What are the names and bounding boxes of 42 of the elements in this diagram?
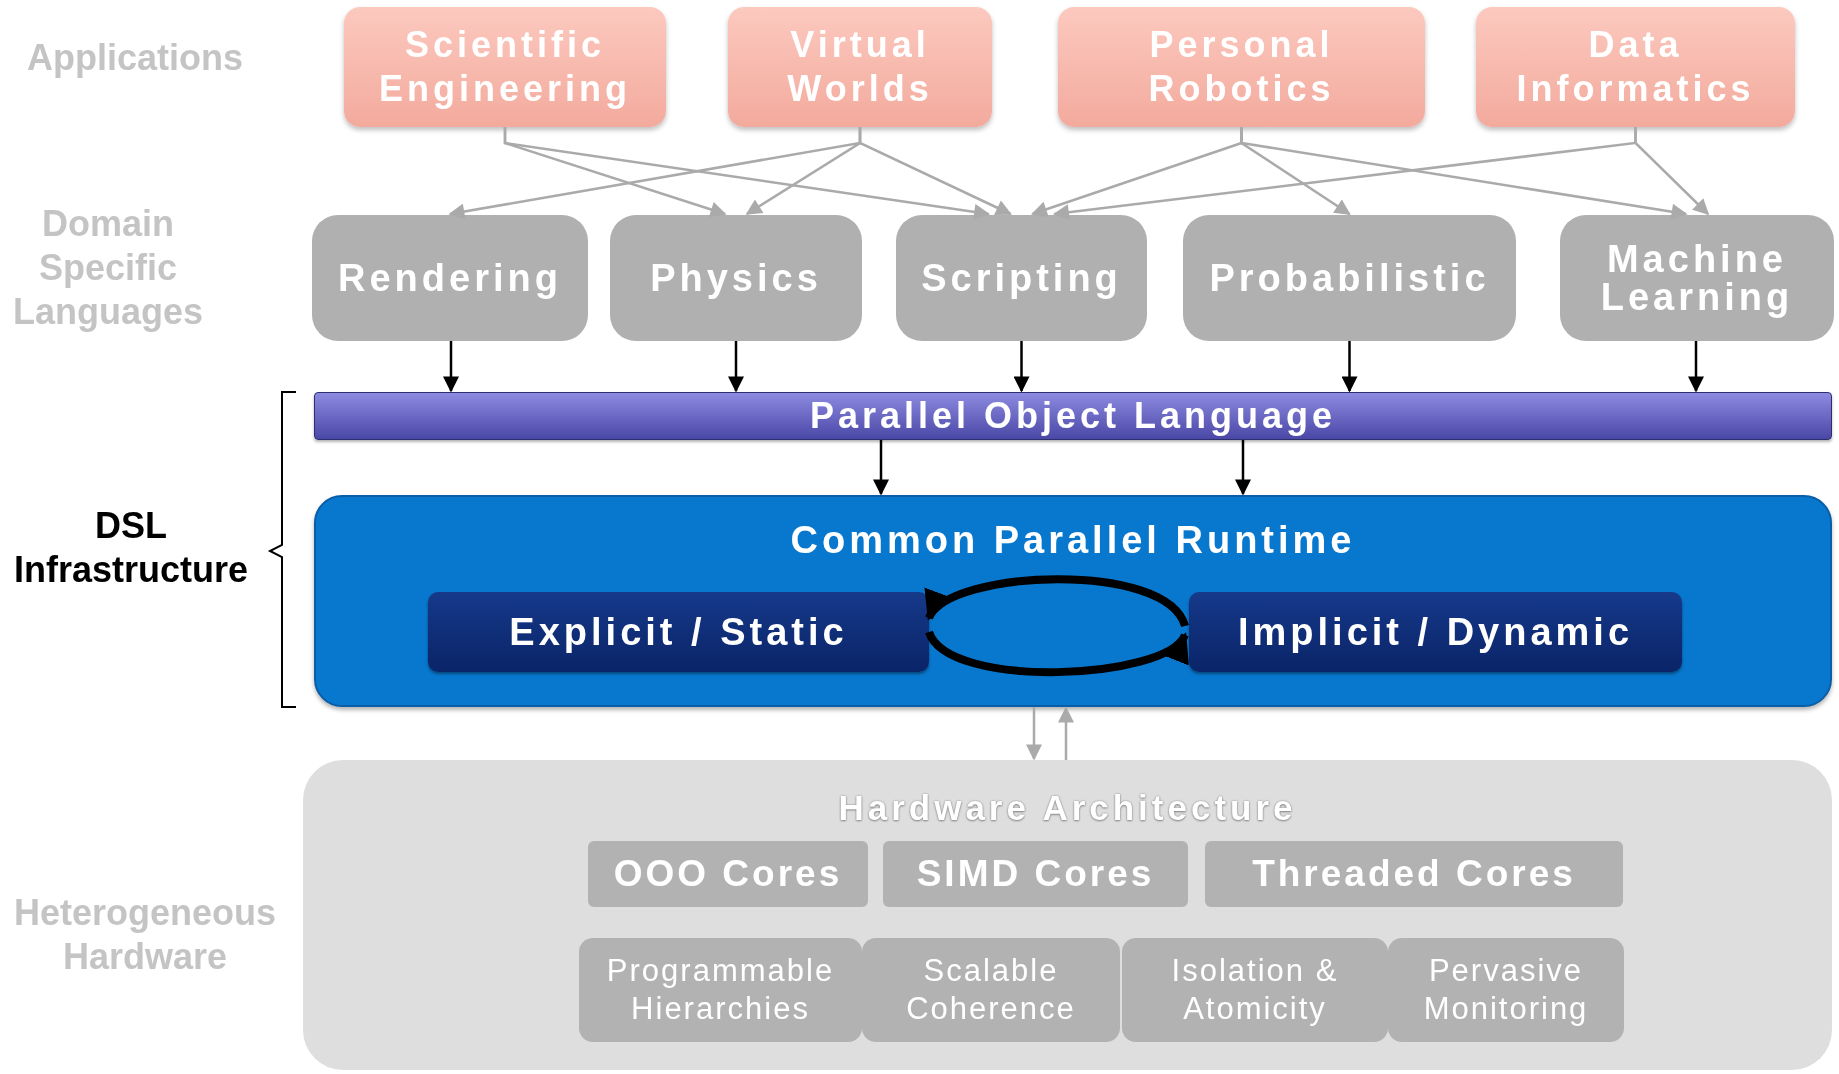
hardware-title: Hardware Architecture <box>838 788 1297 828</box>
language-box: Physics <box>610 215 862 341</box>
arrow <box>443 341 459 393</box>
hardware-panel <box>303 760 1832 1070</box>
arrow <box>1026 707 1042 761</box>
arrow <box>1235 440 1251 496</box>
arrow <box>925 575 1189 628</box>
application-box: Data Informatics <box>1476 7 1795 127</box>
feature-box: Pervasive Monitoring <box>1388 938 1624 1042</box>
language-box: Rendering <box>312 215 588 341</box>
layer-label: Domain Specific Languages <box>11 202 204 334</box>
language-box: Scripting <box>896 215 1147 341</box>
mode-box: Implicit / Dynamic <box>1189 592 1682 672</box>
language-box: Probabilistic <box>1183 215 1516 341</box>
arrow <box>1688 341 1704 393</box>
layer-label: Applications <box>26 36 244 80</box>
arrow <box>1013 341 1030 393</box>
feature-box: Scalable Coherence <box>862 938 1120 1042</box>
runtime-panel <box>314 495 1832 707</box>
application-box: Personal Robotics <box>1058 7 1425 127</box>
layer-label: Heterogeneous Hardware <box>12 891 278 979</box>
core-box: OOO Cores <box>588 841 868 907</box>
arrow <box>1634 127 1710 216</box>
arrow <box>1240 127 1688 220</box>
core-box: Threaded Cores <box>1205 841 1623 907</box>
feature-box: Programmable Hierarchies <box>579 938 862 1042</box>
arrow <box>925 629 1189 677</box>
application-box: Virtual Worlds <box>728 7 992 127</box>
arrow <box>858 127 1012 216</box>
feature-box: Isolation & Atomicity <box>1122 938 1388 1042</box>
language-bar: Parallel Object Language <box>314 392 1832 440</box>
mode-box: Explicit / Static <box>428 592 929 672</box>
language-box: Machine Learning <box>1560 215 1834 341</box>
core-box: SIMD Cores <box>883 841 1188 907</box>
arrow <box>1341 341 1358 393</box>
arrow <box>873 440 889 496</box>
runtime-title: Common Parallel Runtime <box>790 519 1356 562</box>
layer-label: DSL Infrastructure <box>12 504 250 592</box>
arrow <box>728 341 744 393</box>
arrow <box>503 127 991 220</box>
arrow <box>1058 706 1074 760</box>
application-box: Scientific Engineering <box>344 7 666 127</box>
